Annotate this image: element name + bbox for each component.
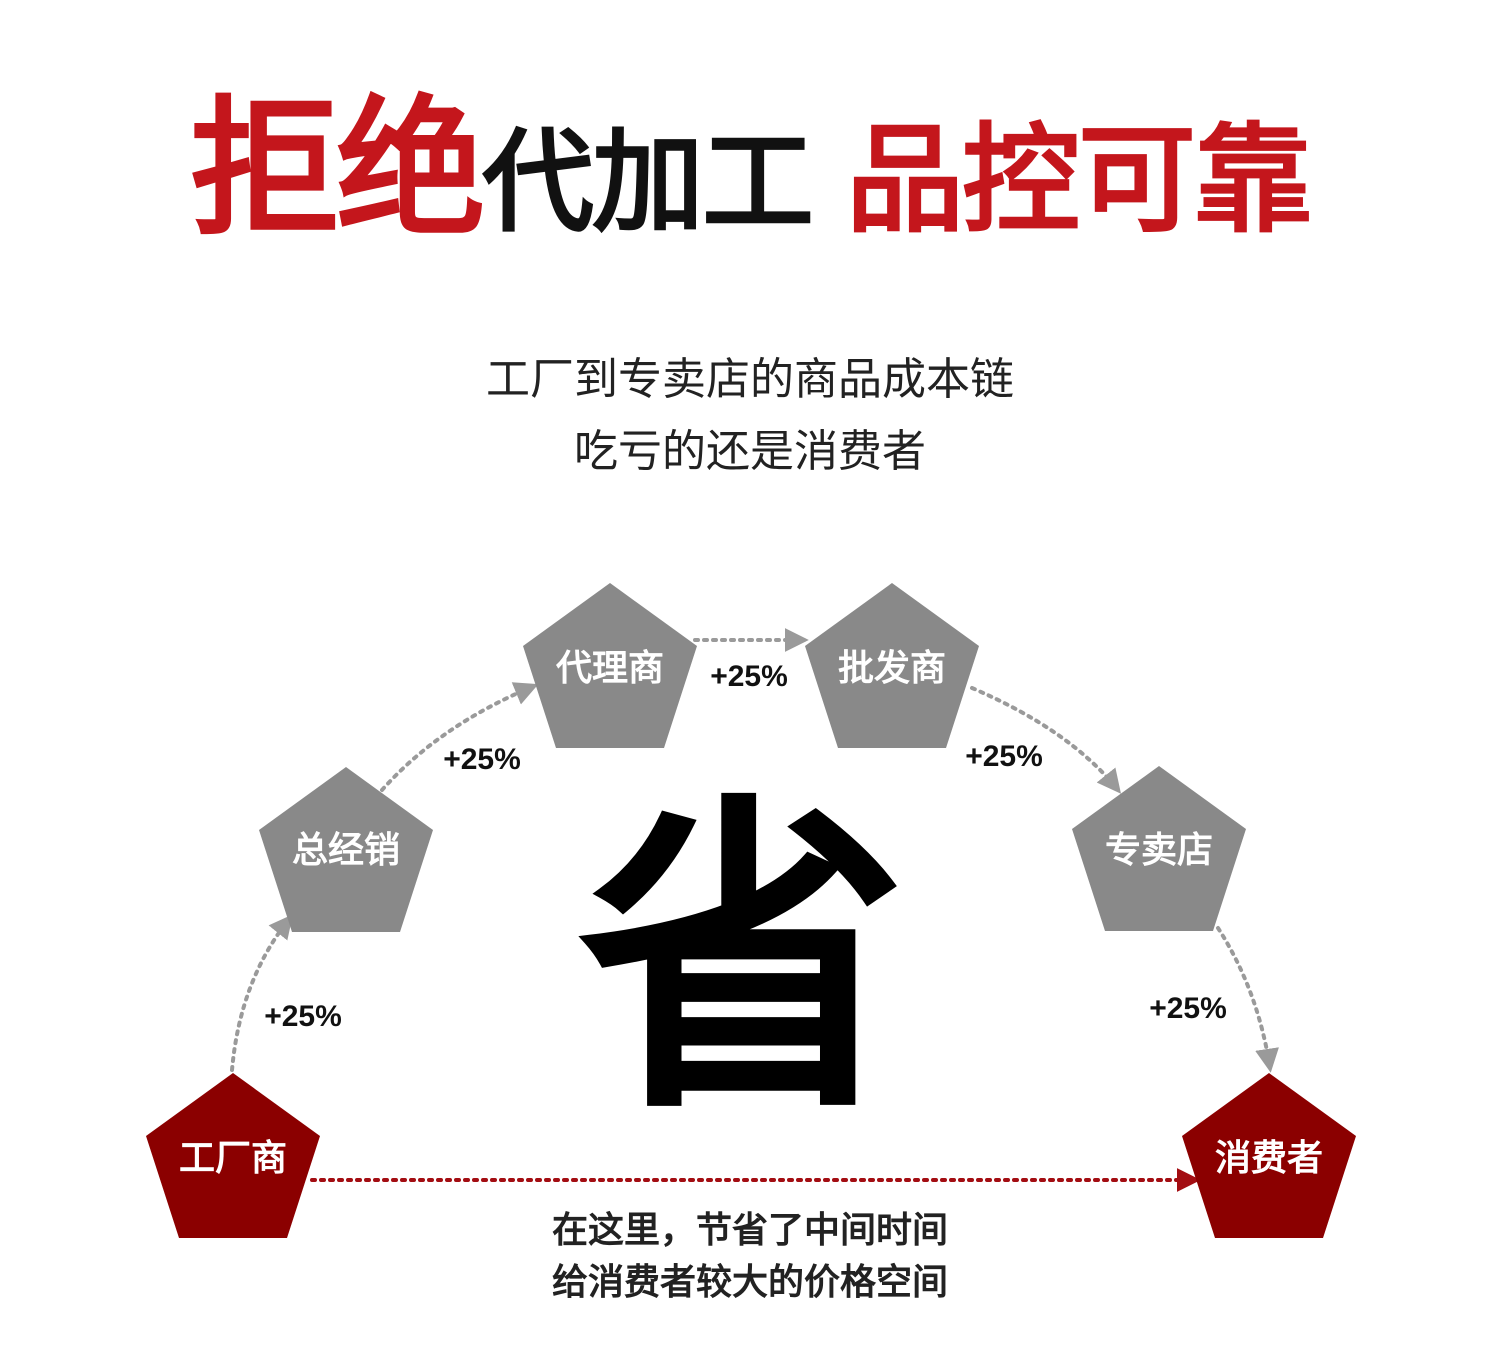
markup-label-5: +25% (1149, 992, 1227, 1025)
arrow-wholesaler-to-store (970, 686, 1121, 794)
subtitle-line-2: 吃亏的还是消费者 (574, 426, 926, 477)
pentagon-shape (523, 583, 697, 748)
pentagon-shape (1072, 766, 1246, 931)
node-factory: 工厂商 (146, 1073, 320, 1238)
headline-part-2: 代加工 (482, 118, 814, 248)
node-label-factory: 工厂商 (179, 1138, 287, 1179)
headline-part-3: 品控可靠 (846, 111, 1312, 249)
pentagon-shape (805, 583, 979, 748)
markup-labels: +25% +25% +25% +25% +25% (264, 660, 1227, 1033)
markup-label-1: +25% (264, 1000, 342, 1033)
footer-note-line-2: 给消费者较大的价格空间 (551, 1262, 948, 1303)
markup-label-2: +25% (443, 743, 521, 776)
subtitle-line-1: 工厂到专卖店的商品成本链 (486, 354, 1014, 405)
headline-part-1: 拒绝 (189, 83, 486, 257)
arrow-distributor-to-agent (380, 682, 539, 792)
node-label-wholesaler: 批发商 (838, 648, 946, 689)
pentagon-shape (259, 767, 433, 932)
footer-note-line-1: 在这里，节省了中间时间 (551, 1210, 948, 1251)
pentagon-shape (146, 1073, 320, 1238)
connectors (230, 628, 1279, 1192)
markup-label-4: +25% (965, 740, 1043, 773)
node-label-consumer: 消费者 (1215, 1138, 1323, 1179)
arrow-factory-to-distributor (230, 914, 294, 1072)
arrow-store-to-consumer (1216, 926, 1279, 1073)
node-label-agent: 代理商 (555, 648, 664, 689)
node-store: 专卖店 (1072, 766, 1246, 931)
save-char: 省 (577, 765, 907, 1153)
headline: 拒绝代加工品控可靠 (0, 95, 1500, 245)
node-distributor: 总经销 (259, 767, 433, 932)
node-label-distributor: 总经销 (292, 830, 400, 871)
node-wholesaler: 批发商 (805, 583, 979, 748)
node-consumer: 消费者 (1182, 1073, 1356, 1238)
node-agent: 代理商 (523, 583, 697, 748)
pentagon-shape (1182, 1073, 1356, 1238)
node-label-store: 专卖店 (1105, 830, 1213, 871)
markup-label-3: +25% (710, 660, 788, 693)
